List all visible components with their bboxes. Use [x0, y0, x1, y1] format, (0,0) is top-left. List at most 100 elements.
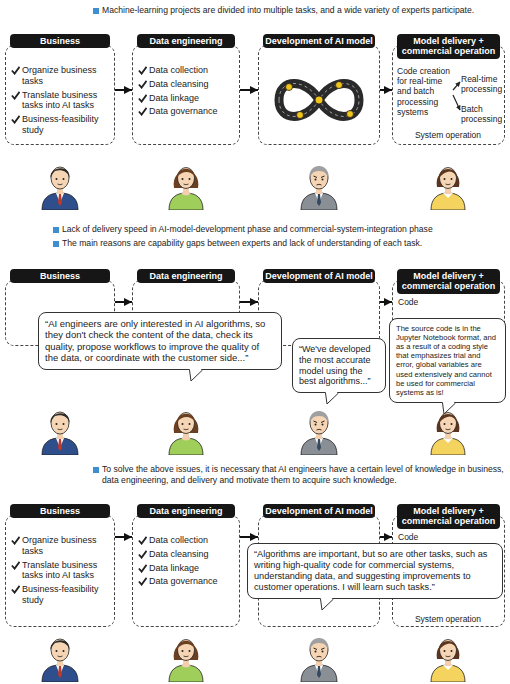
business-person: [42, 412, 78, 455]
bubble-tail-outline: [443, 403, 456, 414]
check-mark: [11, 91, 20, 100]
check-mark: [11, 561, 20, 570]
box-header: Development of AI model: [263, 269, 375, 283]
task-item: Data cleansing: [138, 79, 236, 90]
task-item: Translate business tasks into AI tasks: [11, 560, 111, 582]
box-header: Business: [10, 34, 110, 48]
task-box: Data engineeringData collectionData clea…: [132, 45, 240, 145]
task-box: Development of AI model: [258, 45, 380, 145]
flow-arrow: [240, 89, 258, 91]
check-mark-stroke: [139, 67, 147, 74]
speech-bubble: “AI engineers are only interested in AI …: [38, 312, 282, 370]
ai-engineer-person: [301, 411, 337, 455]
bubble-text: The source code is in the Jupyter Notebo…: [396, 324, 499, 397]
note-text: Machine-learning projects are divided in…: [102, 5, 507, 16]
task-text: Code: [398, 532, 458, 542]
data-engineer-person: [169, 640, 203, 683]
task-item: Translate business tasks into AI tasks: [11, 90, 111, 112]
box-header: Business: [10, 504, 110, 518]
box-header: Model delivery + commercial operation: [397, 269, 500, 294]
bubble-tail-outline: [321, 599, 334, 610]
bubble-tail-fill: [190, 368, 203, 381]
task-item: Data governance: [138, 106, 236, 117]
split-arrow: [453, 82, 460, 90]
bubble-tail-fill: [443, 401, 456, 414]
check-mark-stroke: [12, 91, 20, 98]
check-mark-stroke: [139, 551, 147, 558]
flow-arrow: [380, 89, 392, 91]
check-mark-stroke: [12, 116, 20, 123]
check-mark-stroke: [139, 564, 147, 571]
flow-arrow: [380, 536, 392, 538]
bullet-square: [93, 467, 99, 473]
business-person: [42, 167, 78, 210]
check-mark-stroke: [12, 67, 20, 74]
note-text: To solve the above issues, it is necessa…: [102, 464, 507, 485]
check-mark-stroke: [139, 94, 147, 101]
task-item: Data collection: [138, 65, 236, 76]
task-text: System operation: [393, 130, 503, 140]
ai-engineer-person: [301, 166, 337, 210]
business-person: [42, 639, 78, 682]
box-header: Data engineering: [137, 269, 235, 283]
flow-arrow: [380, 301, 392, 303]
speech-bubble: “Algorithms are important, but so are ot…: [247, 543, 503, 599]
task-text: Real-time processing: [461, 74, 505, 94]
flow-arrow: [115, 301, 132, 303]
task-box: BusinessOrganize business tasksTranslate…: [5, 45, 115, 145]
bullet-square: [53, 241, 59, 247]
box-header: Data engineering: [137, 504, 235, 518]
bubble-tail-outline: [326, 393, 339, 404]
task-item: Data collection: [138, 535, 236, 546]
bubble-text: “AI engineers are only interested in AI …: [45, 318, 275, 364]
box-header: Development of AI model: [263, 34, 375, 48]
bullet-square: [53, 227, 59, 233]
box-header: Business: [10, 269, 110, 283]
flow-arrow: [115, 89, 132, 91]
delivery-person: [431, 640, 465, 683]
delivery-person: [431, 168, 465, 211]
check-mark-stroke: [139, 81, 147, 88]
check-mark-stroke: [12, 561, 20, 568]
ai-engineer-person: [301, 638, 337, 682]
check-mark-stroke: [139, 537, 147, 544]
bullet-square: [93, 8, 99, 14]
check-mark: [138, 550, 147, 559]
task-box: BusinessOrganize business tasksTranslate…: [5, 515, 115, 627]
task-item: Data linkage: [138, 93, 236, 104]
check-mark: [11, 115, 20, 124]
check-mark: [138, 564, 147, 573]
delivery-person: [431, 413, 465, 456]
task-box: Data engineeringData collectionData clea…: [132, 515, 240, 627]
task-item: Business-feasibility study: [11, 584, 111, 606]
note-text: The main reasons are capability gaps bet…: [62, 238, 507, 249]
speech-bubble: “We've developed the most accurate model…: [292, 338, 386, 393]
task-item: Organize business tasks: [11, 65, 111, 87]
flow-arrow: [240, 536, 258, 538]
flow-arrow: [240, 301, 258, 303]
check-mark: [11, 536, 20, 545]
task-text: Batch processing: [461, 104, 505, 124]
data-engineer-person: [169, 413, 203, 456]
task-item: Data cleansing: [138, 549, 236, 560]
task-text: Code creation for real-time and batch pr…: [397, 66, 453, 117]
check-mark-stroke: [12, 586, 20, 593]
box-header: Model delivery + commercial operation: [397, 34, 500, 59]
bubble-tail: [325, 391, 339, 404]
check-mark: [138, 94, 147, 103]
check-mark: [11, 585, 20, 594]
check-mark: [138, 80, 147, 89]
box-header: Model delivery + commercial operation: [397, 504, 500, 529]
bubble-text: “We've developed the most accurate model…: [299, 344, 379, 387]
check-mark-stroke: [139, 108, 147, 115]
bubble-tail: [320, 597, 334, 610]
check-mark: [138, 66, 147, 75]
task-text: System operation: [393, 614, 503, 624]
bubble-tail-outline: [190, 370, 203, 381]
infinity-loop: [279, 82, 359, 119]
check-mark: [138, 577, 147, 586]
bubble-tail-fill: [321, 597, 334, 610]
speech-bubble: The source code is in the Jupyter Notebo…: [389, 318, 506, 403]
check-mark: [11, 66, 20, 75]
